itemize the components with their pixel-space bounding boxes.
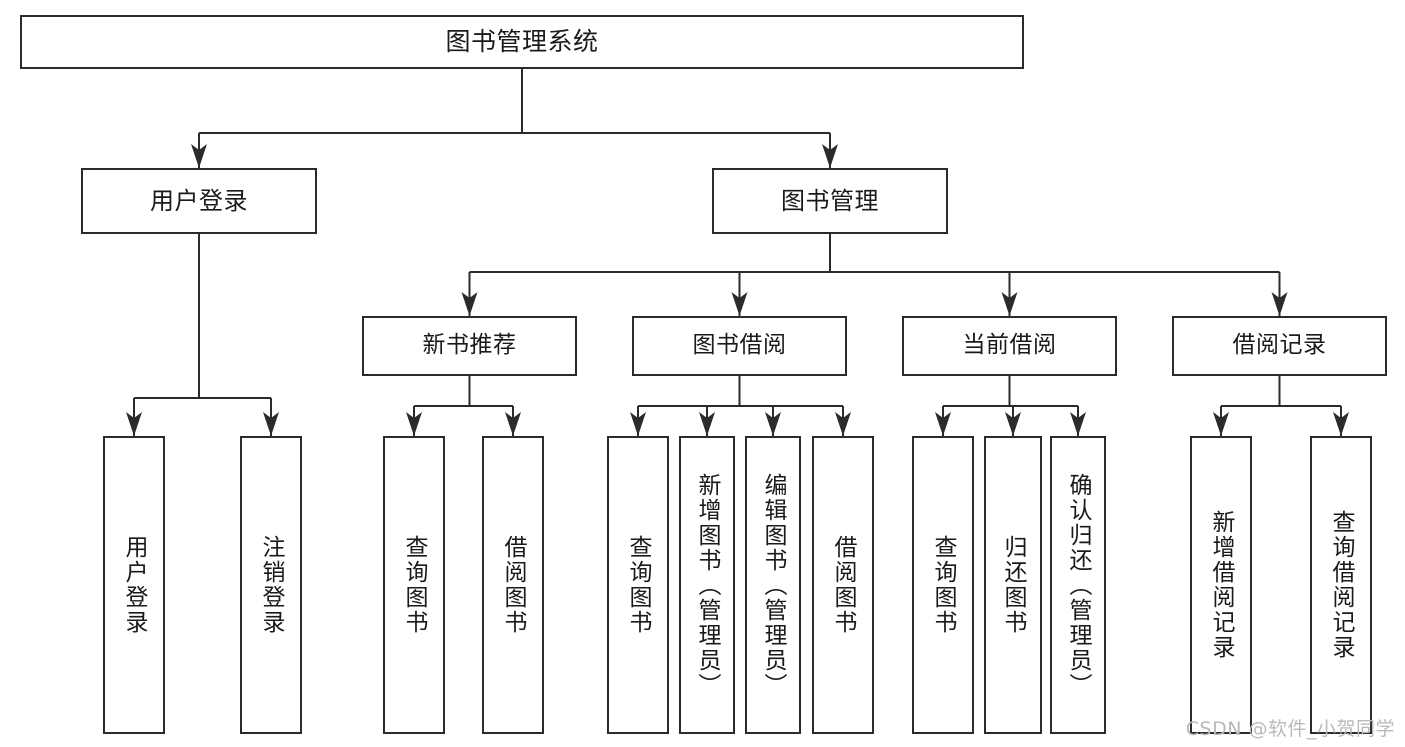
edge-arrowhead-icon xyxy=(1213,412,1229,436)
node-label: 查询图书 xyxy=(401,535,428,635)
edge-arrowhead-icon xyxy=(1005,412,1021,436)
node-borrow[interactable]: 图书借阅 xyxy=(632,316,847,376)
edge-arrowhead-icon xyxy=(1001,292,1018,316)
node-records[interactable]: 借阅记录 xyxy=(1172,316,1387,376)
node-label: 图书管理 xyxy=(781,186,879,215)
node-current[interactable]: 当前借阅 xyxy=(902,316,1117,376)
edge-arrowhead-icon xyxy=(1271,292,1288,316)
node-label: 注销登录 xyxy=(258,535,285,635)
edge-arrowhead-icon xyxy=(765,412,781,436)
node-leaf3[interactable]: 查询图书 xyxy=(383,436,445,734)
node-label: 新增图书（管理员） xyxy=(694,472,721,698)
node-label: 新增借阅记录 xyxy=(1208,510,1235,660)
edge-arrowhead-icon xyxy=(461,292,478,316)
node-bookmgmt[interactable]: 图书管理 xyxy=(712,168,948,234)
node-leaf8[interactable]: 借阅图书 xyxy=(812,436,874,734)
node-label: 用户登录 xyxy=(150,186,248,215)
node-leaf10[interactable]: 归还图书 xyxy=(984,436,1042,734)
node-label: 当前借阅 xyxy=(962,332,1057,359)
node-label: 归还图书 xyxy=(1000,535,1027,635)
node-leaf5[interactable]: 查询图书 xyxy=(607,436,669,734)
node-leaf11[interactable]: 确认归还（管理员） xyxy=(1050,436,1106,734)
node-leaf2[interactable]: 注销登录 xyxy=(240,436,302,734)
node-leaf9[interactable]: 查询图书 xyxy=(912,436,974,734)
node-label: 图书借阅 xyxy=(692,332,787,359)
edge-arrowhead-icon xyxy=(406,412,422,436)
node-label: 查询图书 xyxy=(930,535,957,635)
edge-arrowhead-icon xyxy=(263,412,279,436)
csdn-watermark: CSDN @软件_小贺同学 xyxy=(1185,718,1395,740)
node-leaf13[interactable]: 查询借阅记录 xyxy=(1310,436,1372,734)
node-root[interactable]: 图书管理系统 xyxy=(20,15,1024,69)
node-leaf1[interactable]: 用户登录 xyxy=(103,436,165,734)
edge-arrowhead-icon xyxy=(822,144,838,168)
node-label: 借阅图书 xyxy=(500,535,527,635)
node-label: 借阅图书 xyxy=(830,535,857,635)
node-label: 新书推荐 xyxy=(422,332,517,359)
node-label: 确认归还（管理员） xyxy=(1065,472,1092,698)
edge-arrowhead-icon xyxy=(505,412,521,436)
node-leaf7[interactable]: 编辑图书（管理员） xyxy=(745,436,801,734)
node-newbook[interactable]: 新书推荐 xyxy=(362,316,577,376)
node-label: 查询借阅记录 xyxy=(1328,510,1355,660)
node-login[interactable]: 用户登录 xyxy=(81,168,317,234)
edge-arrowhead-icon xyxy=(699,412,715,436)
edge-arrowhead-icon xyxy=(835,412,851,436)
edge-arrowhead-icon xyxy=(630,412,646,436)
node-label: 图书管理系统 xyxy=(445,27,599,57)
node-label: 借阅记录 xyxy=(1232,332,1327,359)
edge-arrowhead-icon xyxy=(935,412,951,436)
node-label: 查询图书 xyxy=(625,535,652,635)
node-label: 编辑图书（管理员） xyxy=(760,472,787,698)
edge-arrowhead-icon xyxy=(1070,412,1086,436)
node-leaf12[interactable]: 新增借阅记录 xyxy=(1190,436,1252,734)
edge-arrowhead-icon xyxy=(126,412,142,436)
edge-arrowhead-icon xyxy=(1333,412,1349,436)
node-leaf4[interactable]: 借阅图书 xyxy=(482,436,544,734)
node-leaf6[interactable]: 新增图书（管理员） xyxy=(679,436,735,734)
edge-arrowhead-icon xyxy=(731,292,748,316)
edge-arrowhead-icon xyxy=(191,144,207,168)
node-label: 用户登录 xyxy=(121,535,148,635)
